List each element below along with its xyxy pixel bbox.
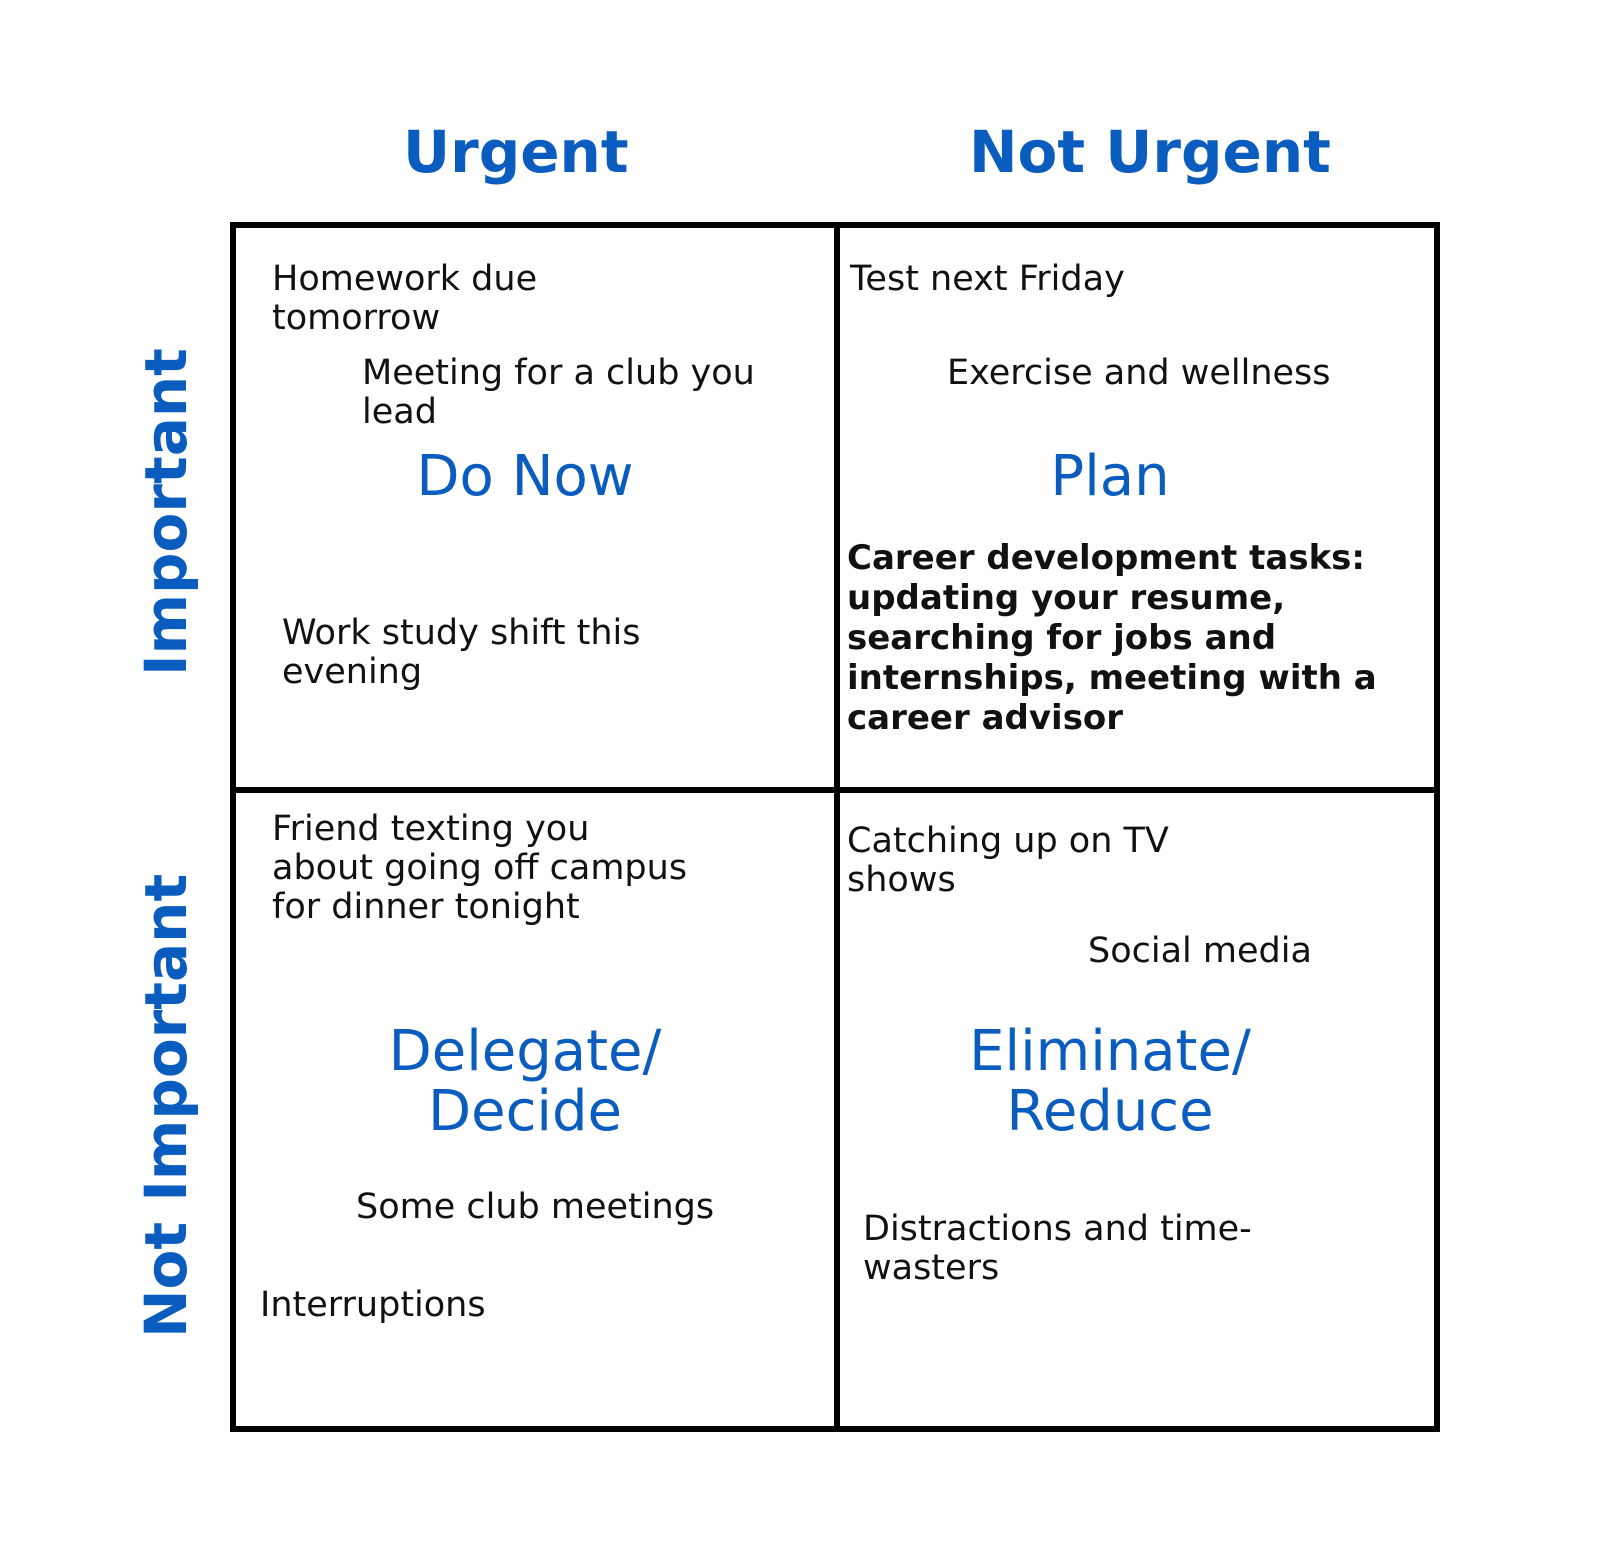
row-header-important: Important (132, 348, 200, 676)
quadrant-label-line: Reduce (1006, 1079, 1214, 1144)
do-now-item: Work study shift this evening (282, 613, 641, 692)
plan-item: Exercise and wellness (947, 353, 1331, 393)
eliminate-item: Catching up on TV shows (847, 821, 1169, 900)
vertical-divider (834, 222, 840, 1432)
quadrant-label-line: Decide (428, 1079, 622, 1144)
eliminate-item: Distractions and time-wasters (863, 1209, 1252, 1288)
quadrant-label-line: Eliminate/ (969, 1019, 1251, 1084)
do-now-item: Meeting for a club you lead (362, 353, 755, 432)
delegate-item: Interruptions (260, 1285, 486, 1325)
eisenhower-matrix: Homework due tomorrow Meeting for a club… (230, 222, 1440, 1432)
horizontal-divider (230, 787, 1440, 793)
plan-item-career: Career development tasks: updating your … (847, 538, 1377, 738)
quadrant-label-delegate: Delegate/ Decide (340, 1022, 710, 1142)
do-now-item: Homework due tomorrow (272, 259, 538, 338)
quadrant-label-do-now: Do Now (416, 444, 634, 509)
eliminate-item: Social media (1088, 931, 1312, 971)
row-header-not-important: Not Important (132, 873, 200, 1338)
column-header-urgent: Urgent (403, 118, 629, 186)
column-header-not-urgent: Not Urgent (969, 118, 1331, 186)
plan-item: Test next Friday (850, 259, 1125, 299)
delegate-item: Some club meetings (356, 1187, 715, 1227)
delegate-item: Friend texting you about going off campu… (272, 809, 688, 927)
quadrant-label-plan: Plan (1050, 444, 1170, 509)
quadrant-label-line: Delegate/ (388, 1019, 662, 1084)
quadrant-label-eliminate: Eliminate/ Reduce (920, 1022, 1300, 1142)
